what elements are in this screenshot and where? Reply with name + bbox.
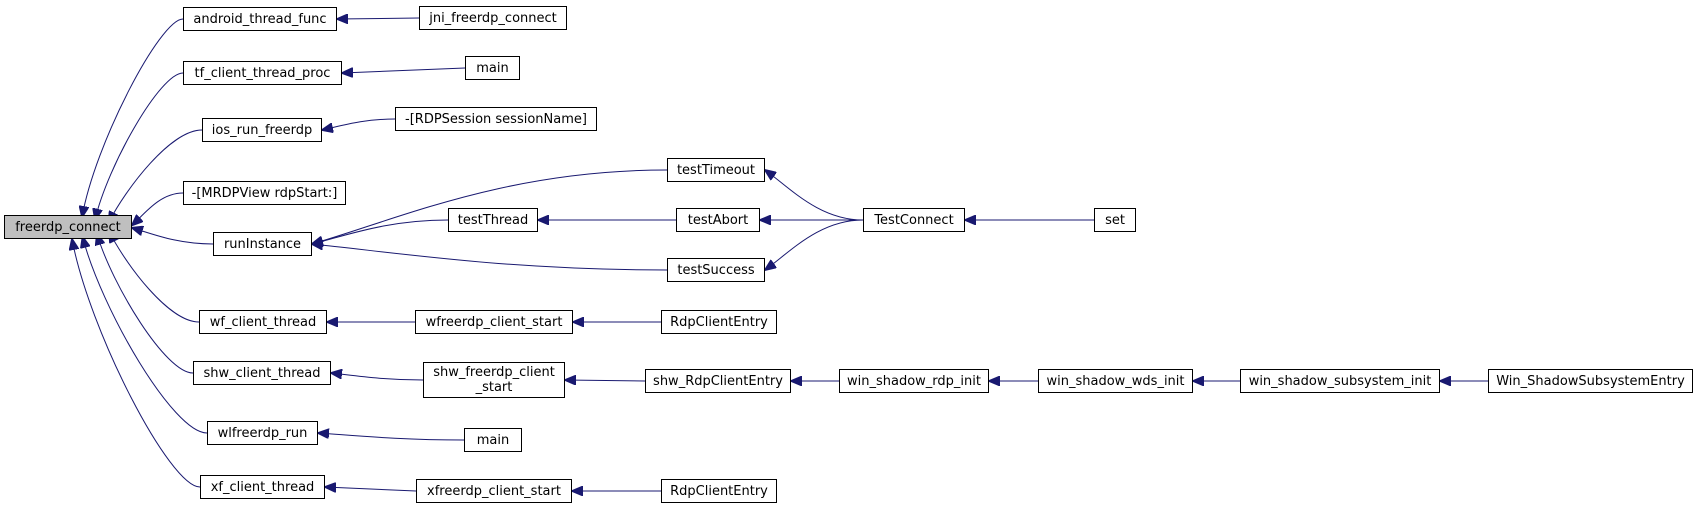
- node-win-shadow-rdp-init[interactable]: win_shadow_rdp_init: [839, 369, 989, 393]
- edge-xfreerdp-client-start-to-xf-client-thread: [325, 487, 417, 491]
- edge-wf-client-thread-to-freerdp-connect: [109, 232, 200, 323]
- edge-main-1-to-tf-client-thread-proc: [342, 67, 466, 73]
- node-wlfreerdp-run[interactable]: wlfreerdp_run: [207, 421, 318, 445]
- node-freerdp-connect[interactable]: freerdp_connect: [4, 215, 132, 239]
- edge-testconnect-to-testsuccess: [765, 219, 864, 270]
- node-wfreerdp-client-start[interactable]: wfreerdp_client_start: [415, 310, 573, 334]
- edge-runinstance-to-freerdp-connect: [132, 228, 214, 245]
- node-android-thread-func[interactable]: android_thread_func: [183, 7, 337, 31]
- node-testthread[interactable]: testThread: [448, 208, 538, 232]
- edge-rdpsession-sessionname-to-ios-run-freerdp: [322, 118, 396, 130]
- node-main-2[interactable]: main: [464, 428, 522, 452]
- edge-android-thread-func-to-freerdp-connect: [82, 18, 184, 217]
- edge-main-2-to-wlfreerdp-run: [318, 433, 465, 441]
- node-wf-client-thread[interactable]: wf_client_thread: [199, 310, 327, 334]
- node-win-shadowsubsystementry[interactable]: Win_ShadowSubsystemEntry: [1488, 369, 1693, 393]
- node-ios-run-freerdp[interactable]: ios_run_freerdp: [202, 118, 322, 142]
- edge-testsuccess-to-runinstance: [312, 244, 668, 271]
- edge-testthread-to-runinstance: [312, 219, 449, 244]
- node-runinstance[interactable]: runInstance: [213, 232, 312, 256]
- node-jni-freerdp-connect[interactable]: jni_freerdp_connect: [419, 6, 567, 30]
- edge-testtimeout-to-runinstance: [312, 169, 668, 244]
- edge-mrdpview-rdpstart-to-freerdp-connect: [132, 192, 184, 225]
- edge-shw-client-thread-to-freerdp-connect: [97, 234, 194, 374]
- node-shw-rdpcliententry[interactable]: shw_RdpClientEntry: [645, 369, 791, 393]
- node-rdpsession-sessionname[interactable]: -[RDPSession sessionName]: [395, 107, 597, 131]
- edge-ios-run-freerdp-to-freerdp-connect: [109, 129, 203, 222]
- node-shw-client-thread[interactable]: shw_client_thread: [193, 361, 331, 385]
- node-shw-freerdp-client-start[interactable]: shw_freerdp_client _start: [423, 362, 565, 398]
- edge-shw-rdpcliententry-to-shw-freerdp-client-start: [565, 380, 646, 381]
- edge-jni-freerdp-connect-to-android-thread-func: [337, 18, 420, 19]
- node-tf-client-thread-proc[interactable]: tf_client_thread_proc: [183, 61, 342, 85]
- edge-testconnect-to-testtimeout: [765, 170, 864, 221]
- edge-wlfreerdp-run-to-freerdp-connect: [83, 237, 208, 434]
- node-testsuccess[interactable]: testSuccess: [667, 258, 765, 282]
- node-testabort[interactable]: testAbort: [676, 208, 760, 232]
- node-rdpcliententry-1[interactable]: RdpClientEntry: [661, 310, 777, 334]
- node-testtimeout[interactable]: testTimeout: [667, 158, 765, 182]
- node-testconnect[interactable]: TestConnect: [863, 208, 965, 232]
- node-win-shadow-wds-init[interactable]: win_shadow_wds_init: [1038, 369, 1193, 393]
- node-xfreerdp-client-start[interactable]: xfreerdp_client_start: [416, 479, 572, 503]
- edge-shw-freerdp-client-start-to-shw-client-thread: [331, 373, 424, 381]
- node-set[interactable]: set: [1094, 208, 1136, 232]
- node-mrdpview-rdpstart[interactable]: -[MRDPView rdpStart:]: [183, 181, 346, 205]
- edge-xf-client-thread-to-freerdp-connect: [72, 239, 201, 488]
- node-main-1[interactable]: main: [465, 56, 520, 80]
- edge-tf-client-thread-proc-to-freerdp-connect: [95, 72, 184, 220]
- node-xf-client-thread[interactable]: xf_client_thread: [200, 475, 325, 499]
- node-win-shadow-subsystem-init[interactable]: win_shadow_subsystem_init: [1240, 369, 1440, 393]
- node-rdpcliententry-2[interactable]: RdpClientEntry: [661, 479, 777, 503]
